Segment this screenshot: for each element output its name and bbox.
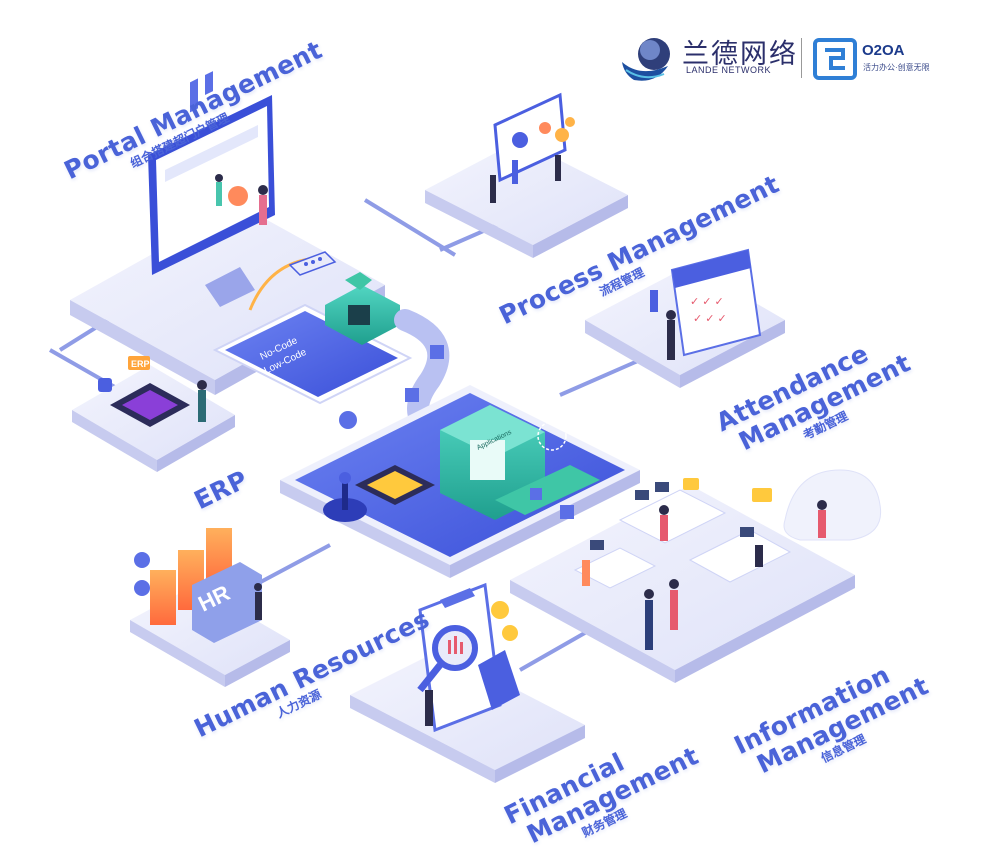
attendance-platform: ✓ ✓ ✓ ✓ ✓ ✓ xyxy=(585,248,785,388)
logo-separator xyxy=(801,38,802,78)
process-platform xyxy=(425,92,628,258)
o2oa-logo-icon xyxy=(813,38,857,80)
svg-text:✓ ✓ ✓: ✓ ✓ ✓ xyxy=(693,313,727,325)
svg-text:ERP: ERP xyxy=(131,359,150,369)
brand-logo: 兰德网络 LANDE NETWORK O2OA 活力办公·创意无限 xyxy=(620,32,950,86)
erp-platform: ERP xyxy=(72,356,235,472)
financial-platform xyxy=(350,582,585,783)
product-slogan: 活力办公·创意无限 xyxy=(863,63,930,72)
connector-lines xyxy=(49,198,641,672)
lande-logo-icon xyxy=(622,38,670,81)
center-platform: Applications xyxy=(280,385,640,578)
nocode-panel: No-Code Low-Code xyxy=(212,251,413,405)
brand-name-cn: 兰德网络 xyxy=(682,39,798,70)
product-name: O2OA xyxy=(862,42,905,59)
brand-name-en: LANDE NETWORK xyxy=(686,65,772,75)
svg-text:✓ ✓ ✓: ✓ ✓ ✓ xyxy=(690,296,724,308)
hr-platform: HR xyxy=(130,528,290,687)
information-platform xyxy=(510,469,882,683)
